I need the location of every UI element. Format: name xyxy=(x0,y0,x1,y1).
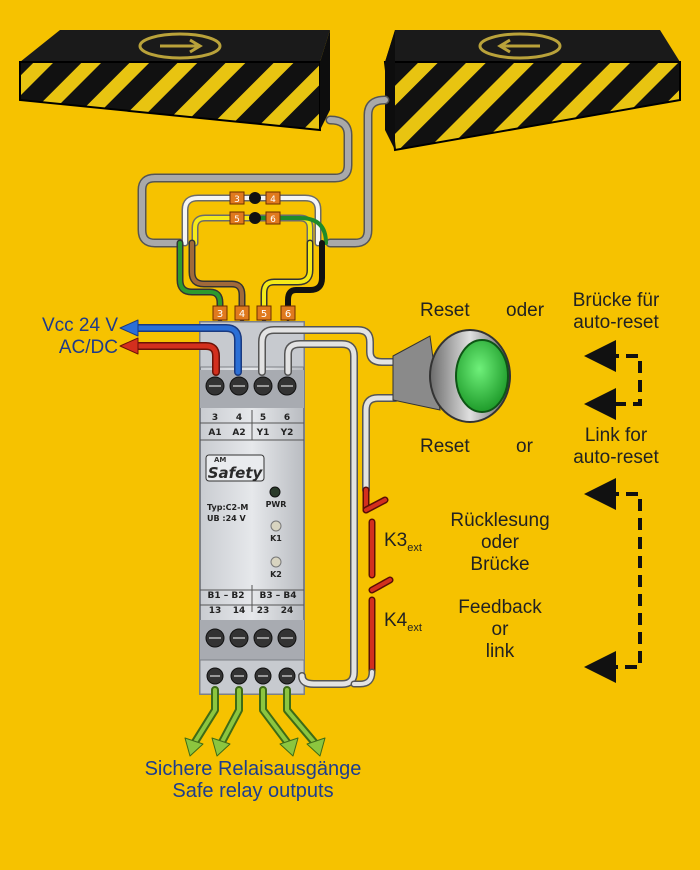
terminal-number-3: 3 xyxy=(212,413,218,423)
contact-k3-name: K3 xyxy=(384,530,408,551)
output-number-23: 23 xyxy=(257,606,270,616)
reset-label-de: Reset xyxy=(420,300,470,321)
outputs-label: Sichere Relaisausgänge Safe relay output… xyxy=(100,758,406,802)
led-pwr-label: PWR xyxy=(266,500,287,509)
output-number-24: 24 xyxy=(281,606,294,616)
bridge-line-1: Brücke für xyxy=(572,290,660,311)
link-line-2: auto-reset xyxy=(573,447,659,468)
contact-k4-label: K4ext xyxy=(384,610,422,639)
terminal-number-5: 5 xyxy=(260,413,266,423)
auto-reset-link-arrows xyxy=(584,340,642,683)
device-supply-voltage: UB :24 V xyxy=(207,514,246,523)
reset-wires xyxy=(258,326,399,688)
output-group-b3-b4: B3 – B4 xyxy=(259,591,296,601)
terminal-number-4: 4 xyxy=(236,413,242,423)
bridge-line-2: auto-reset xyxy=(573,312,659,333)
link-label-en: Link for auto-reset xyxy=(560,425,672,469)
led-k2-label: K2 xyxy=(270,570,282,579)
wire-number-tags: 3 4 5 6 xyxy=(212,305,296,321)
outputs-line-2: Safe relay outputs xyxy=(172,780,334,802)
supply-wires xyxy=(119,319,242,376)
feedback-en-line-2: or xyxy=(491,619,509,640)
supply-type: AC/DC xyxy=(58,337,118,358)
device-type: Typ:C2-M xyxy=(207,503,248,512)
ring-tag-3: 5 xyxy=(234,215,240,225)
terminal-number-6: 6 xyxy=(284,413,290,423)
contact-k4-subscript: ext xyxy=(407,621,422,634)
device-brand: AM Safety xyxy=(205,454,265,482)
feedback-contacts xyxy=(350,486,394,688)
contact-k3-subscript: ext xyxy=(407,541,422,554)
bumper-cables xyxy=(137,95,390,248)
supply-label: Vcc 24 V AC/DC xyxy=(22,315,118,359)
feedback-en-line-3: link xyxy=(485,641,515,662)
contact-k4-name: K4 xyxy=(384,610,408,631)
ring-tag-2: 4 xyxy=(270,195,276,205)
bottom-terminal-screws xyxy=(205,628,297,685)
terminal-name-a1: A1 xyxy=(208,428,221,438)
safety-bumper-left xyxy=(19,30,330,132)
feedback-en-line-1: Feedback xyxy=(458,597,542,618)
device-leds: PWR K1 K2 xyxy=(266,486,287,579)
or-label: or xyxy=(516,436,533,457)
wire-tag-6: 6 xyxy=(285,309,291,320)
feedback-de-line-1: Rücklesung xyxy=(450,510,550,531)
wire-tag-3: 3 xyxy=(217,309,223,320)
outputs-line-1: Sichere Relaisausgänge xyxy=(144,758,362,780)
terminal-name-a2: A2 xyxy=(232,428,245,438)
led-k1-label: K1 xyxy=(270,534,282,543)
safety-bumper-right xyxy=(383,30,681,152)
oder-label: oder xyxy=(506,300,545,321)
reset-button xyxy=(392,329,511,423)
feedback-label-en: Feedback or link xyxy=(440,597,560,663)
supply-voltage: Vcc 24 V xyxy=(41,315,118,336)
bridge-label-de: Brücke für auto-reset xyxy=(560,290,672,334)
top-terminal-screws xyxy=(205,376,297,396)
feedback-de-line-3: Brücke xyxy=(470,554,530,575)
contact-k3-label: K3ext xyxy=(384,530,422,559)
device-specs: Typ:C2-M UB :24 V xyxy=(207,503,248,523)
device-terminal-labels: 3 4 5 6 A1 A2 Y1 Y2 B1 – B2 B3 – B4 13 1… xyxy=(207,413,296,616)
wire-tag-5: 5 xyxy=(261,309,267,320)
output-number-13: 13 xyxy=(209,606,222,616)
terminal-name-y1: Y1 xyxy=(256,428,270,438)
brand-name: Safety xyxy=(208,464,264,482)
feedback-label-de: Rücklesung oder Brücke xyxy=(440,510,560,576)
link-line-1: Link for xyxy=(584,425,648,446)
brand-small: AM xyxy=(214,456,226,464)
ring-tag-1: 3 xyxy=(234,195,240,205)
output-number-14: 14 xyxy=(233,606,246,616)
reset-label-en: Reset xyxy=(420,436,470,457)
terminal-name-y2: Y2 xyxy=(280,428,294,438)
output-group-b1-b2: B1 – B2 xyxy=(207,591,244,601)
ring-tag-4: 6 xyxy=(270,215,276,225)
safe-output-arrows xyxy=(184,686,326,757)
ring-connectors: 3 4 5 6 xyxy=(229,191,281,225)
wire-tag-4: 4 xyxy=(239,309,245,320)
feedback-de-line-2: oder xyxy=(480,532,520,553)
